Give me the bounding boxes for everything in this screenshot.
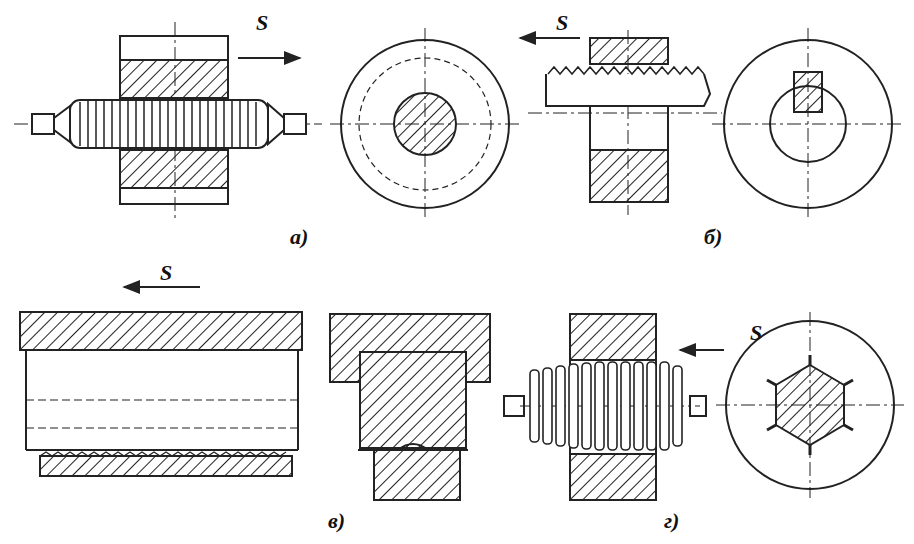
keyway-broach-figure	[520, 30, 722, 215]
feed-direction-label: S	[256, 12, 268, 34]
feed-direction-label: S	[160, 262, 172, 284]
ring-end-view	[330, 28, 520, 220]
feed-direction-label: S	[750, 322, 762, 344]
figure-label: г)	[664, 510, 679, 532]
figure-label: в)	[328, 510, 345, 532]
figure-label: а)	[290, 226, 308, 248]
round-broach-figure	[14, 22, 322, 222]
spline-end-view	[716, 312, 904, 498]
figure-label: б)	[704, 226, 722, 248]
surface-broach-figure	[20, 287, 302, 476]
surface-section-view	[330, 314, 490, 500]
feed-direction-label: S	[556, 12, 568, 34]
keyway-end-view	[712, 28, 904, 220]
spline-broach-figure	[504, 314, 724, 500]
